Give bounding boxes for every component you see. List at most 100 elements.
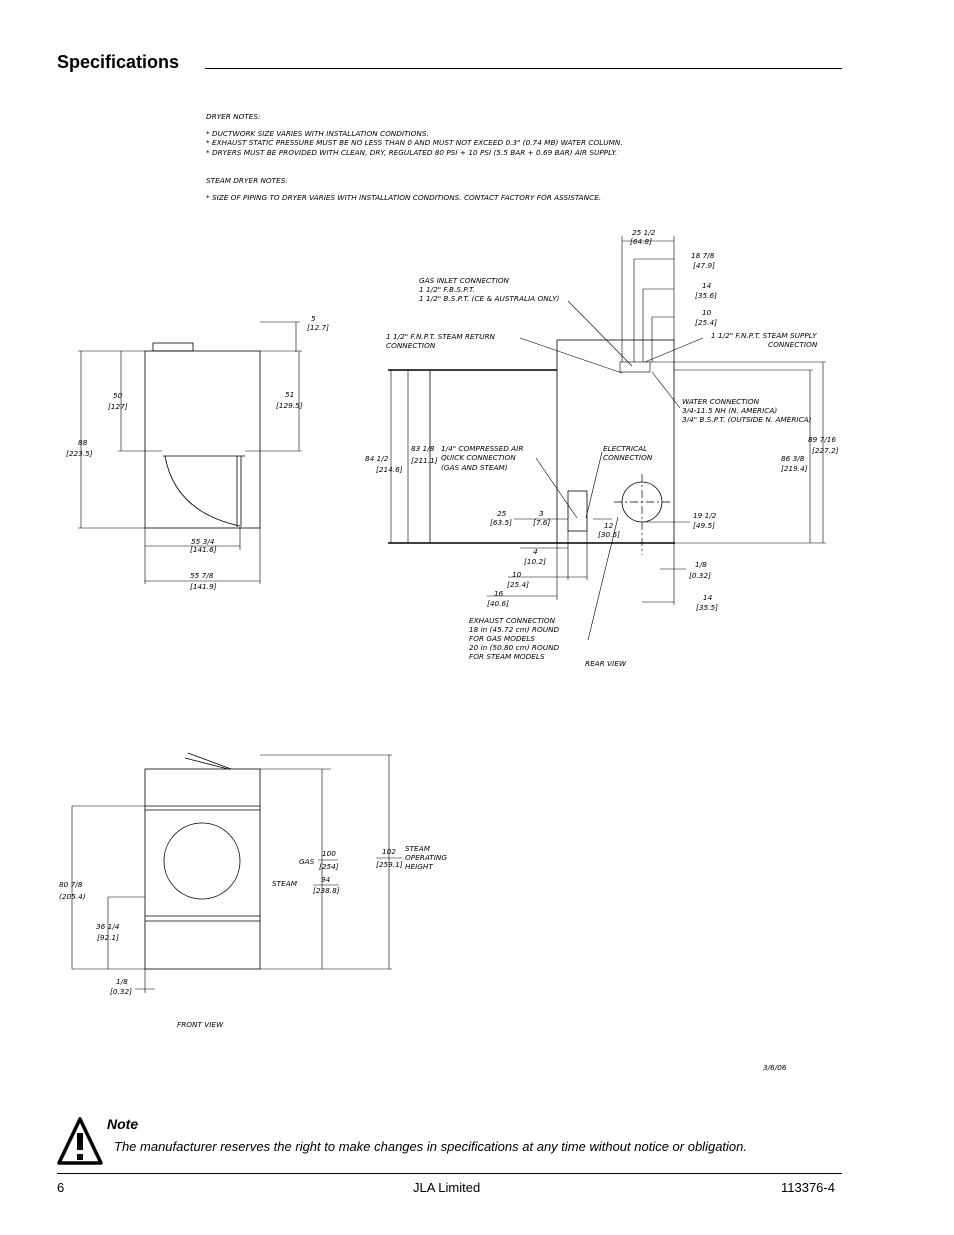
dim-label: GAS	[299, 857, 315, 866]
leader-line	[567, 300, 633, 367]
dim-label: [259.1]	[376, 860, 403, 869]
front-view-door	[163, 822, 241, 900]
callout-text: GAS INLET CONNECTION	[419, 276, 509, 285]
dim-label: STEAM	[272, 879, 298, 888]
dim-label: [238.8]	[313, 886, 340, 895]
dim-label: [63.5]	[490, 518, 512, 527]
dim-label: 14	[702, 281, 712, 290]
dim-label: [35.5]	[696, 603, 718, 612]
callout-text: 20 in (50.80 cm) ROUND	[469, 643, 560, 652]
front-view-lid	[187, 752, 232, 770]
front-view: 80 7/8 (205.4) 36 1/4 [92.1] 1/8 [0.32] …	[59, 752, 447, 1029]
callout-text: 3/4-11.5 NH (N. AMERICA)	[682, 406, 777, 415]
rear-view-label: REAR VIEW	[585, 659, 627, 668]
dim-label: 10	[512, 570, 522, 579]
dim-label: [40.6]	[487, 599, 509, 608]
front-view-cabinet	[144, 768, 261, 970]
rear-view-panel	[556, 339, 675, 544]
dim-label: 1/8	[116, 977, 128, 986]
dim-label: [92.1]	[97, 933, 119, 942]
leader-line	[585, 451, 603, 519]
dim-label: [7.6]	[533, 518, 550, 527]
dim-label: (205.4)	[59, 892, 86, 901]
callout-text: 18 in (45.72 cm) ROUND	[469, 625, 560, 634]
dim-label: 50	[113, 391, 123, 400]
leader-line	[644, 337, 704, 363]
callout-text: 1 1/2" F.B.S.P.T.	[419, 285, 475, 294]
note-text: The manufacturer reserves the right to m…	[114, 1139, 747, 1154]
side-view-cabinet	[144, 350, 261, 529]
dim-label: 84 1/2	[365, 454, 389, 463]
dim-label: 55 7/8	[190, 571, 214, 580]
dryer-notes-title: DRYER NOTES:	[206, 112, 261, 121]
callout-text: (GAS AND STEAM)	[441, 463, 508, 472]
dim-label: 100	[322, 849, 336, 858]
front-view-lid	[184, 757, 229, 770]
callout-text: EXHAUST CONNECTION	[469, 616, 556, 625]
dim-label: [211.1]	[411, 456, 438, 465]
warning-icon	[57, 1117, 103, 1165]
dim-label: 83 1/8	[411, 444, 435, 453]
callout-text: CONNECTION	[386, 341, 436, 350]
dim-label: [25.4]	[507, 580, 529, 589]
dim-label: 55 3/4	[191, 537, 215, 546]
leader-line	[651, 371, 681, 409]
callout-text: 1 1/2" B.S.P.T. (CE & AUSTRALIA ONLY)	[419, 294, 560, 303]
dim-label: 94	[321, 875, 331, 884]
dryer-notes: DRYER NOTES: * DUCTWORK SIZE VARIES WITH…	[206, 112, 623, 202]
leader-line	[535, 457, 578, 519]
page-number: 6	[57, 1180, 65, 1195]
dim-label: [10.2]	[524, 557, 546, 566]
dryer-note-line: * DUCTWORK SIZE VARIES WITH INSTALLATION…	[206, 129, 429, 138]
drawing-date: 3/6/06	[763, 1063, 787, 1072]
callout-text: FOR GAS MODELS	[469, 634, 535, 643]
dim-label: [30.5]	[598, 530, 620, 539]
steam-note-line: * SIZE OF PIPING TO DRYER VARIES WITH IN…	[206, 193, 601, 202]
callout-text: 1/4" COMPRESSED AIR	[441, 444, 523, 453]
dim-label: [141.6]	[190, 545, 217, 554]
dim-label: [214.6]	[376, 465, 403, 474]
side-view-top-cap	[152, 342, 194, 352]
dim-label: [64.8]	[630, 237, 652, 246]
document-number: 113376-4	[781, 1180, 835, 1195]
dim-label: 10	[702, 308, 712, 317]
callout-text: 1 1/2" F.N.P.T. STEAM SUPPLY	[711, 331, 817, 340]
dim-label: [254]	[319, 862, 339, 871]
dim-label: 25 1/2	[632, 228, 656, 237]
dim-label: [12.7]	[307, 323, 329, 332]
callout-text: FOR STEAM MODELS	[469, 652, 545, 661]
dim-label: [129.5]	[276, 401, 303, 410]
note-heading: Note	[107, 1116, 139, 1132]
dim-label: 86 3/8	[781, 454, 805, 463]
rear-view: 25 1/2 [64.8] 18 7/8 [47.9] 14 [35.6] 10…	[365, 228, 839, 668]
title-rule	[205, 68, 842, 69]
dryer-note-line: * DRYERS MUST BE PROVIDED WITH CLEAN, DR…	[206, 148, 617, 157]
dim-label: 80 7/8	[59, 880, 83, 889]
dim-label: 36 1/4	[96, 922, 120, 931]
dim-label: 25	[497, 509, 507, 518]
dim-label: 1/8	[695, 560, 707, 569]
dim-label: 16	[494, 589, 504, 598]
dim-label: 3	[539, 509, 544, 518]
front-view-label: FRONT VIEW	[177, 1020, 224, 1029]
side-view-door-swing	[164, 455, 241, 527]
dim-label: 12	[604, 521, 614, 530]
dim-label: [47.9]	[693, 261, 715, 270]
callout-text: WATER CONNECTION	[682, 397, 760, 406]
dim-label: [227.2]	[812, 446, 839, 455]
leader-line	[519, 337, 623, 374]
steam-notes-title: STEAM DRYER NOTES:	[206, 176, 288, 185]
footer-rule	[57, 1173, 842, 1174]
dim-label: [35.6]	[695, 291, 717, 300]
company-name: JLA Limited	[413, 1180, 481, 1195]
callout-text: 3/4" B.S.P.T. (OUTSIDE N. AMERICA)	[682, 415, 812, 424]
callout-text: STEAM	[405, 844, 431, 853]
dim-label: 89 7/16	[808, 435, 836, 444]
dim-label: [223.5]	[66, 449, 93, 458]
dim-label: [0.32]	[110, 987, 132, 996]
dim-label: 4	[533, 547, 538, 556]
dim-label: 19 1/2	[693, 511, 717, 520]
dim-label: 51	[285, 390, 294, 399]
leader-line	[587, 516, 619, 641]
